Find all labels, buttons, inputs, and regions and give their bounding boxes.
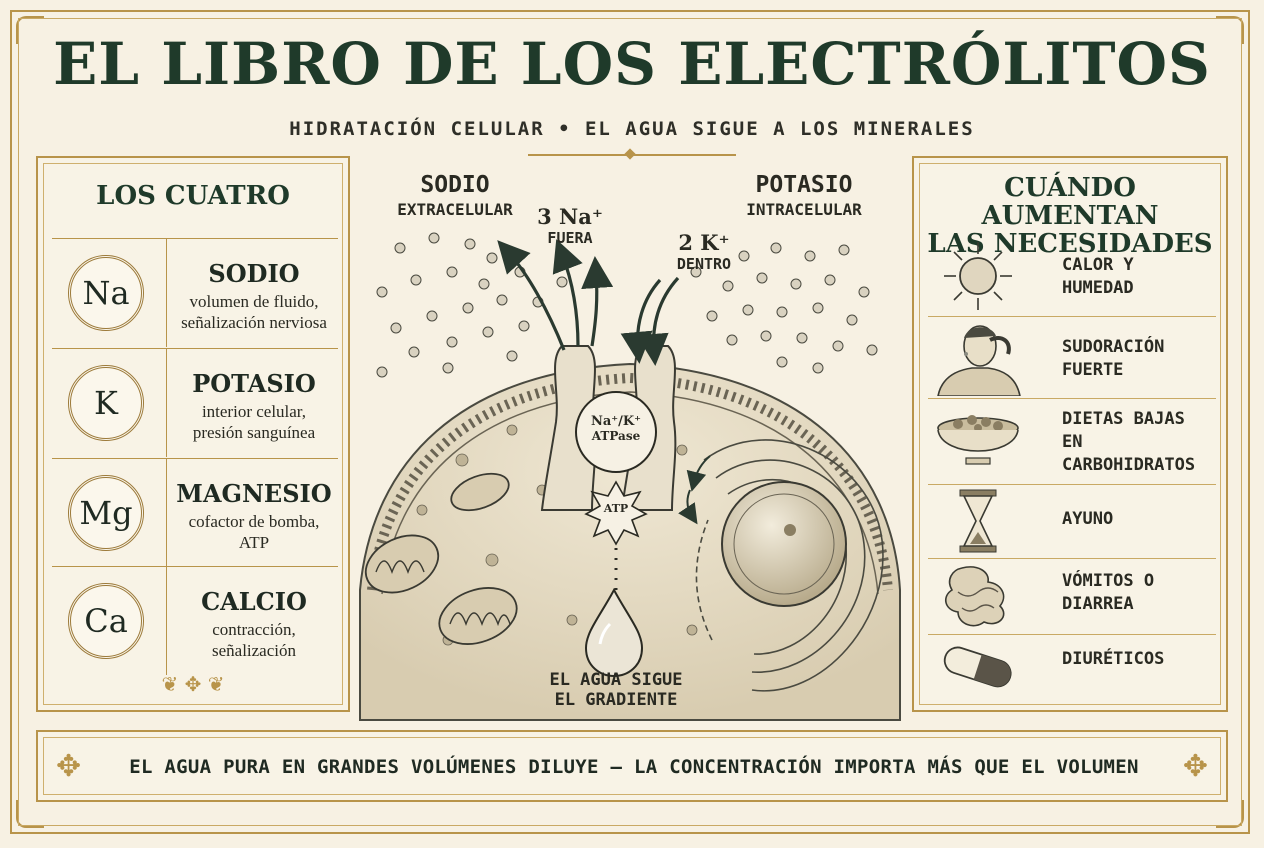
electrolyte-row-sodium: Na SODIO volumen de fluido, señalización… — [52, 238, 338, 347]
need-item-sweating: SUDORACIÓN FUERTE — [928, 316, 1216, 399]
atp-burst — [584, 480, 648, 546]
potassium-region-label: POTASIO INTRACELULAR — [724, 172, 884, 219]
description-line: interior celular, — [201, 402, 307, 421]
need-item-diuretics: DIURÉTICOS — [928, 634, 1216, 698]
banner-ornament-right: ✥ — [1182, 749, 1208, 784]
potassium-label: POTASIO — [755, 172, 853, 198]
row-divider — [166, 239, 167, 347]
k-in-direction: DENTRO — [676, 255, 732, 273]
page-subtitle: HIDRATACIÓN CELULAR • EL AGUA SIGUE A LO… — [289, 118, 975, 140]
water-drop-icon — [584, 587, 644, 678]
pump-label-line1: Na⁺/K⁺ — [590, 414, 642, 429]
electrolytes-panel-title: LOS CUATRO — [96, 181, 290, 211]
element-description: interior celular, presión sanguínea — [170, 401, 338, 443]
needs-panel: CUÁNDO AUMENTAN LAS NECESIDADES CALOR Y … — [912, 156, 1228, 712]
description-line: contracción, — [212, 620, 296, 639]
element-symbol-badge: K — [68, 365, 144, 441]
subtitle-divider — [528, 154, 736, 156]
need-label: SUDORACIÓN FUERTE — [1062, 337, 1165, 380]
element-name: SODIO — [208, 259, 300, 288]
sodium-out-arrows — [497, 239, 614, 351]
corner-ornament — [1216, 800, 1244, 828]
potassium-flux-label: 2 K⁺ DENTRO — [654, 230, 754, 273]
water-caption-line1: EL AGUA SIGUE — [549, 670, 683, 690]
element-name: POTASIO — [192, 369, 316, 398]
intestine-icon — [945, 566, 1005, 627]
potassium-sublabel: INTRACELULAR — [746, 200, 862, 219]
description-line: ATP — [238, 533, 270, 552]
need-item-vomiting: VÓMITOS O DIARREA — [928, 558, 1216, 635]
description-line: señalización — [211, 641, 296, 660]
sodium-sublabel: EXTRACELULAR — [397, 200, 513, 219]
element-name: MAGNESIO — [176, 479, 332, 508]
na-out-direction: FUERA — [547, 229, 593, 247]
nucleus — [721, 481, 847, 607]
electrolyte-row-magnesium: Mg MAGNESIO cofactor de bomba, ATP — [52, 458, 338, 567]
banner-text: EL AGUA PURA EN GRANDES VOLÚMENES DILUYE… — [129, 756, 1139, 778]
hourglass-icon — [959, 489, 997, 553]
pump-label: Na⁺/K⁺ ATPase — [576, 414, 656, 443]
water-caption-line2: EL GRADIENTE — [554, 690, 678, 710]
water-gradient-caption: EL AGUA SIGUE EL GRADIENTE — [516, 670, 716, 710]
corner-ornament — [16, 800, 44, 828]
element-description: cofactor de bomba, ATP — [170, 511, 338, 553]
need-item-heat: CALOR Y HUMEDAD — [928, 236, 1216, 317]
pump-core — [575, 391, 657, 473]
page-title: EL LIBRO DE LOS ELECTRÓLITOS — [53, 30, 1211, 98]
sodium-label: SODIO — [420, 172, 490, 198]
outer-frame — [10, 10, 1250, 834]
element-description: volumen de fluido, señalización nerviosa — [170, 291, 338, 333]
electrolyte-row-potassium: K POTASIO interior celular, presión sang… — [52, 348, 338, 457]
need-label: VÓMITOS O DIARREA — [1062, 571, 1155, 614]
corner-ornament — [1216, 16, 1244, 44]
description-line: volumen de fluido, — [189, 292, 319, 311]
food-bowl-icon — [937, 415, 1019, 465]
pump-label-line2: ATPase — [591, 429, 641, 443]
sodium-flux-label: 3 Na⁺ FUERA — [520, 204, 620, 247]
sun-icon — [944, 242, 1012, 310]
needs-title-line2: LAS NECESIDADES — [927, 229, 1213, 259]
capsule-icon — [943, 646, 1012, 688]
atp-label: ATP — [603, 502, 629, 515]
need-label: DIETAS BAJAS EN CARBOHIDRATOS — [1062, 409, 1196, 475]
needs-title-line1: CUÁNDO AUMENTAN — [981, 173, 1159, 231]
bottom-banner: ✥ EL AGUA PURA EN GRANDES VOLÚMENES DILU… — [36, 730, 1228, 802]
need-item-fasting: AYUNO — [928, 484, 1216, 559]
sweating-person-icon — [937, 325, 1021, 396]
banner-ornament-left: ✥ — [56, 749, 82, 784]
description-line: cofactor de bomba, — [188, 512, 320, 531]
need-item-low-carb: DIETAS BAJAS EN CARBOHIDRATOS — [928, 398, 1216, 485]
needs-panel-title: CUÁNDO AUMENTAN LAS NECESIDADES — [914, 174, 1226, 258]
description-line: presión sanguínea — [192, 423, 316, 442]
cell-diagram — [359, 232, 901, 721]
need-label: AYUNO — [1062, 509, 1114, 529]
row-divider — [166, 349, 167, 457]
element-name: CALCIO — [201, 587, 307, 616]
element-symbol-badge: Na — [68, 255, 144, 331]
electrolyte-row-calcium: Ca CALCIO contracción, señalización — [52, 566, 338, 675]
k-in-count: 2 K⁺ — [678, 230, 730, 255]
electrolytes-panel: LOS CUATRO Na SODIO volumen de fluido, s… — [36, 156, 350, 712]
need-label: DIURÉTICOS — [1062, 649, 1165, 669]
need-label: CALOR Y HUMEDAD — [1062, 255, 1134, 298]
element-symbol-badge: Ca — [68, 583, 144, 659]
element-description: contracción, señalización — [170, 619, 338, 661]
row-divider — [166, 567, 167, 675]
mitochondria — [364, 472, 518, 645]
panel-flourish: ❦ ✥ ❦ — [161, 672, 225, 696]
ion-particles — [376, 232, 878, 378]
description-line: señalización nerviosa — [181, 313, 327, 332]
sodium-region-label: SODIO EXTRACELULAR — [380, 172, 530, 219]
element-symbol-badge: Mg — [68, 475, 144, 551]
potassium-in-arrows — [620, 276, 680, 366]
row-divider — [166, 459, 167, 567]
na-out-count: 3 Na⁺ — [537, 204, 603, 229]
inner-frame — [18, 18, 1242, 826]
corner-ornament — [16, 16, 44, 44]
